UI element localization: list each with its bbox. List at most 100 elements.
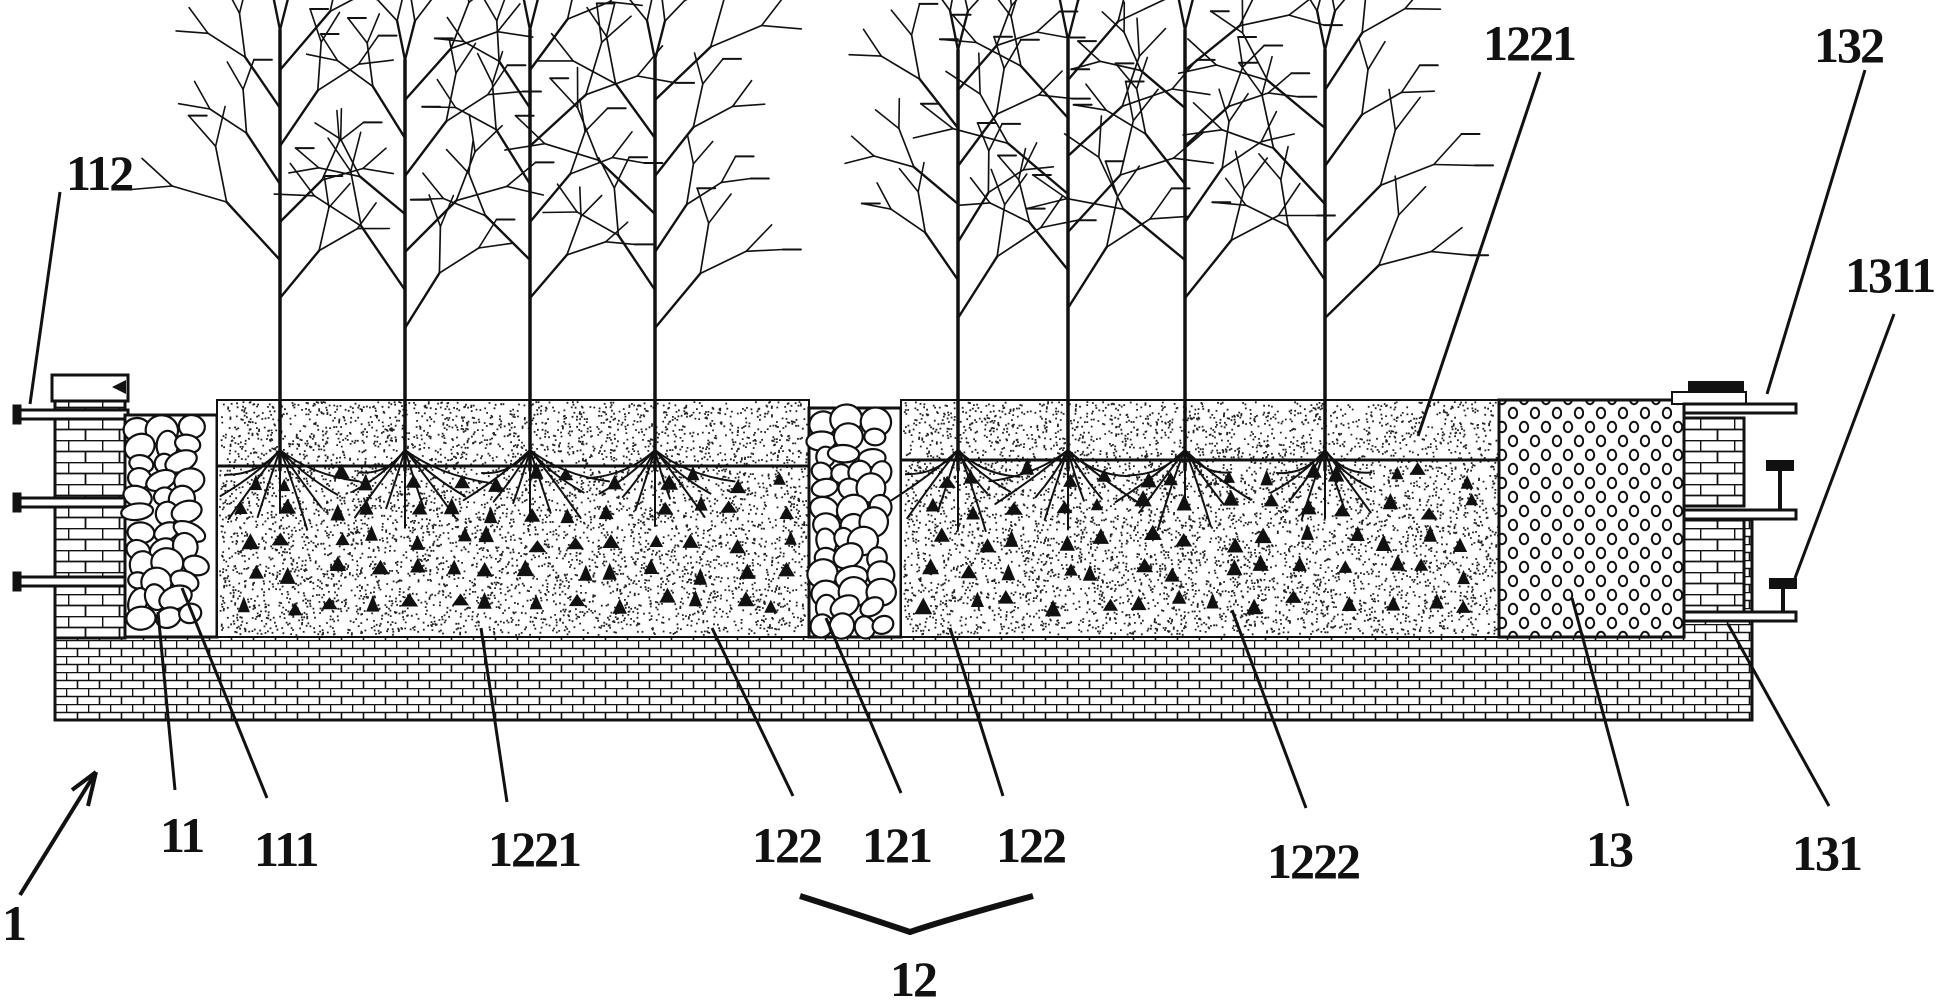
substrate-cone: [1429, 593, 1444, 609]
root: [937, 449, 959, 513]
root: [890, 449, 959, 502]
root: [1300, 449, 1326, 521]
tree: [130, 0, 398, 472]
label-122-right: 122: [996, 817, 1065, 873]
substrate-cone: [1341, 596, 1357, 611]
root: [529, 449, 585, 494]
assembly-arrow: [18, 770, 98, 897]
right-wall-ledge: [1671, 391, 1747, 405]
substrate-cone: [1457, 570, 1470, 585]
gravel-stone: [871, 614, 895, 636]
substrate-cone: [1460, 475, 1474, 489]
substrate-cone: [1092, 528, 1109, 544]
root: [906, 449, 959, 520]
substrate-cone: [1005, 502, 1023, 515]
substrate-cone: [1246, 598, 1262, 615]
substrate-cone: [365, 525, 378, 541]
substrate-cone: [484, 506, 498, 524]
substrate-cone: [1064, 563, 1078, 576]
substrate-cone: [649, 534, 664, 547]
label-121: 121: [862, 817, 931, 873]
root: [256, 449, 281, 519]
substrate-cone: [1300, 523, 1314, 540]
root: [1184, 449, 1232, 474]
substrate-cone: [1102, 598, 1119, 611]
substrate-cone: [739, 563, 756, 579]
tree-roots: [219, 449, 360, 531]
substrate-cone: [1252, 554, 1269, 571]
root: [1067, 449, 1085, 502]
substrate-cone: [443, 497, 460, 515]
substrate-cone: [237, 596, 250, 613]
substrate-cone: [488, 476, 504, 492]
substrate-cone: [1223, 489, 1239, 506]
root: [1138, 449, 1186, 514]
substrate-cone: [1044, 599, 1062, 617]
root: [404, 449, 425, 510]
tree-roots: [1114, 449, 1252, 531]
tree-roots: [988, 449, 1139, 531]
substrate-cone: [659, 587, 676, 603]
substrate-cone: [778, 562, 795, 577]
substrate-cone: [335, 532, 350, 546]
sand-specks: [219, 401, 809, 636]
tree-roots: [890, 449, 1021, 533]
substrate-cone: [1456, 600, 1471, 613]
substrate-cone: [1082, 564, 1097, 581]
substrate-cone: [1004, 530, 1019, 547]
label-111: 111: [254, 821, 317, 877]
substrate-cone: [914, 597, 933, 615]
root: [1114, 449, 1186, 504]
substrate-cone: [1263, 493, 1279, 507]
root: [1067, 449, 1129, 478]
substrate-cone: [1226, 537, 1244, 553]
substrate-cone: [568, 593, 586, 607]
substrate-cone: [271, 532, 290, 546]
group-brace: [799, 893, 1034, 936]
root: [654, 449, 736, 483]
root: [1067, 449, 1103, 500]
substrate-cone: [579, 564, 593, 581]
substrate-cone: [411, 502, 428, 515]
substrate-cone: [288, 602, 303, 616]
root: [529, 449, 610, 483]
substrate-cone: [925, 497, 940, 512]
substrate-cone: [278, 478, 291, 492]
gravel-stone: [863, 427, 887, 447]
wetland-trees: [130, 0, 1494, 472]
substrate-cone: [693, 567, 708, 585]
substrate-cone: [960, 564, 978, 579]
label-11: 11: [160, 807, 203, 863]
root: [354, 449, 406, 519]
substrate-cone: [566, 537, 584, 550]
substrate-cone: [371, 559, 390, 575]
root: [404, 449, 491, 484]
substrate-cone: [332, 463, 350, 479]
substrate-cone: [248, 564, 264, 579]
outlet-valve-upper: [1766, 460, 1794, 510]
root: [634, 449, 656, 512]
substrate-cone: [1382, 492, 1399, 510]
substrate-cone: [516, 559, 534, 577]
gravel-stone: [826, 443, 861, 464]
substrate-cone: [321, 597, 338, 610]
substrate-cone: [529, 594, 543, 610]
substrate-cone: [612, 598, 627, 614]
substrate-cone: [966, 505, 980, 520]
label-1: 1: [2, 895, 25, 951]
substrate-cone: [784, 530, 797, 545]
substrate-cone: [400, 593, 419, 607]
root: [227, 449, 281, 520]
root: [462, 449, 531, 502]
substrate-cone: [688, 590, 703, 607]
substrate-cone: [773, 472, 786, 485]
label-1221-bottom: 1221: [488, 821, 580, 877]
substrate-cone: [1409, 462, 1426, 475]
substrate-cone: [405, 474, 422, 488]
substrate-cone: [234, 501, 248, 514]
gravel-stone: [120, 502, 155, 522]
substrate-cone: [452, 593, 469, 606]
outlet-filter-zone: [1497, 398, 1686, 639]
substrate-cone: [366, 595, 380, 612]
